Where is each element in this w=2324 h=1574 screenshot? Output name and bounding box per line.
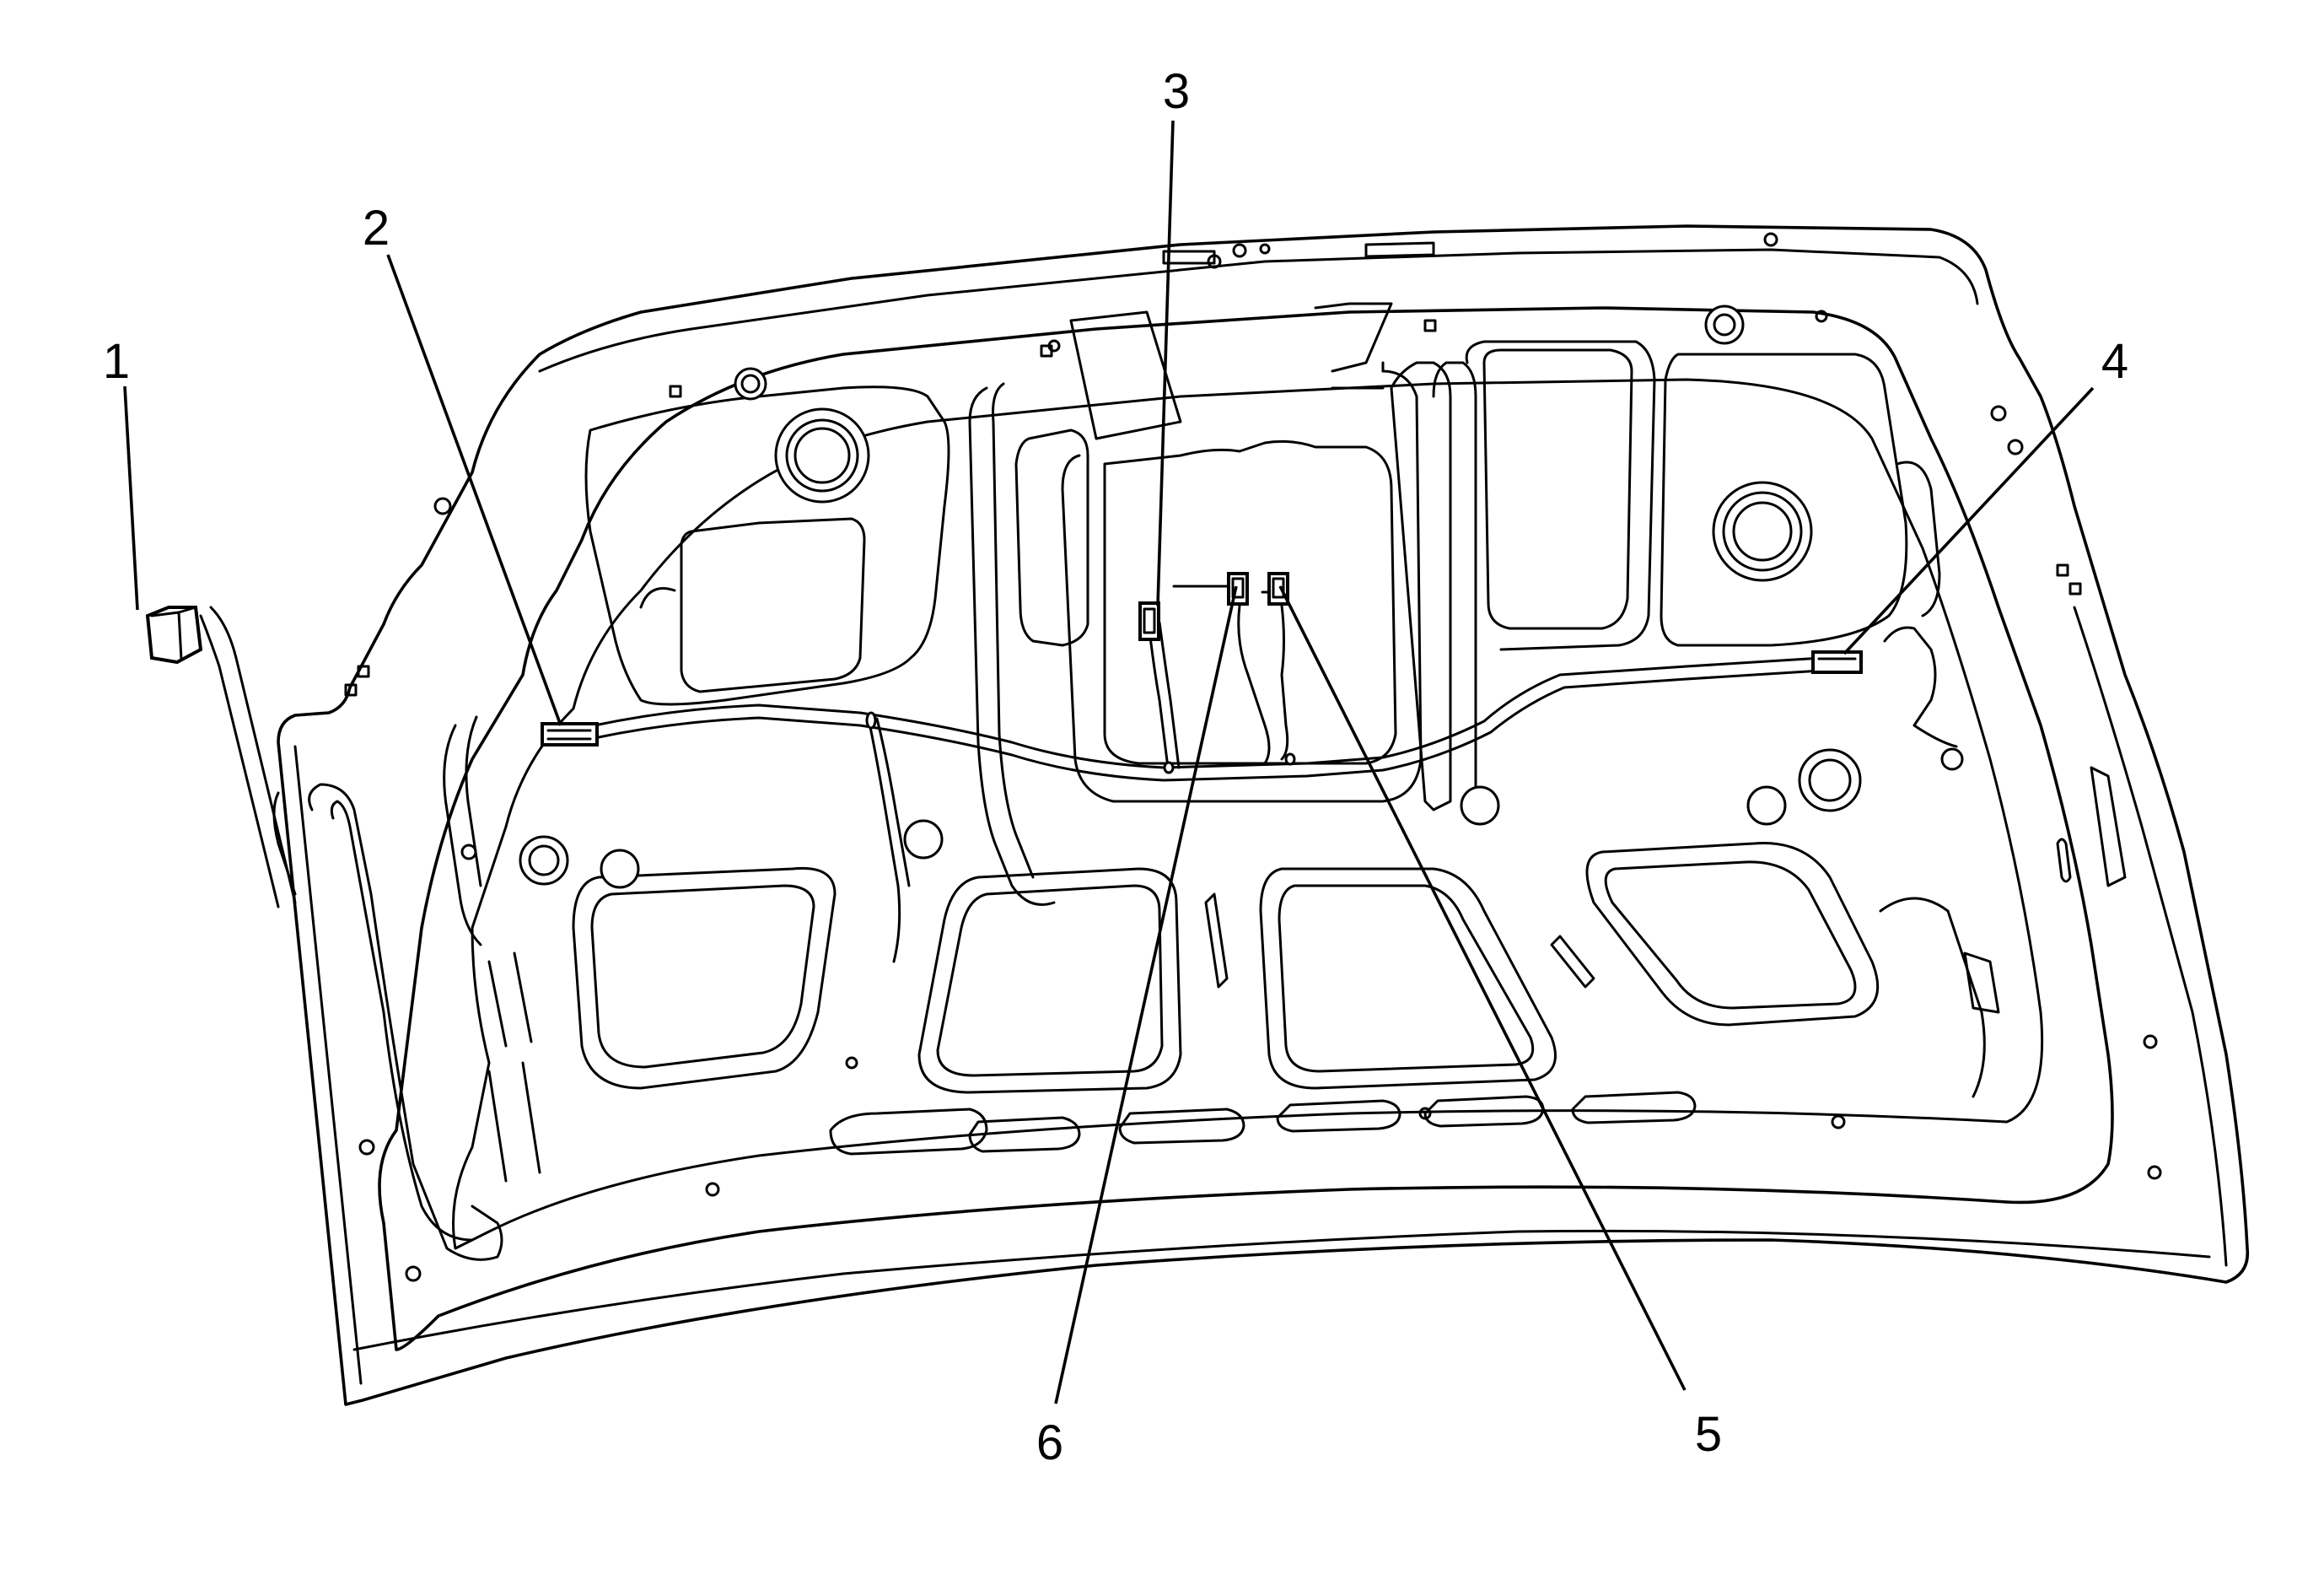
callout-4: 4 bbox=[2101, 334, 2128, 389]
lid-outer-panel bbox=[277, 224, 2250, 1406]
connector-2 bbox=[541, 722, 599, 747]
connector-6 bbox=[1227, 572, 1249, 606]
leader-6 bbox=[1054, 585, 1238, 1404]
leader-3 bbox=[1156, 120, 1175, 606]
connector-4 bbox=[1811, 650, 1863, 674]
center-frame bbox=[968, 302, 1477, 906]
leader-2 bbox=[386, 254, 562, 726]
leader-lines bbox=[123, 120, 2095, 1404]
left-upper-pocket bbox=[584, 385, 950, 706]
callout-1: 1 bbox=[103, 334, 130, 389]
side-ribs bbox=[272, 461, 2127, 1261]
leader-4 bbox=[1843, 386, 2095, 655]
leader-1 bbox=[123, 385, 139, 611]
connectors bbox=[145, 572, 1863, 747]
connector-3 bbox=[1138, 601, 1160, 641]
callout-6: 6 bbox=[1036, 1415, 1063, 1470]
callout-3: 3 bbox=[1163, 64, 1190, 119]
mounting-holes bbox=[344, 232, 2162, 1282]
callout-labels: 1 2 3 4 5 6 bbox=[103, 64, 2128, 1470]
connector-5 bbox=[1267, 572, 1289, 606]
leader-5 bbox=[1278, 585, 1687, 1391]
callout-5: 5 bbox=[1695, 1407, 1722, 1462]
callout-2: 2 bbox=[363, 201, 390, 256]
lower-pockets bbox=[572, 842, 1880, 1094]
right-upper-pocket bbox=[1465, 305, 1908, 651]
lid-inner-panel bbox=[378, 306, 2114, 1351]
connector-1 bbox=[145, 606, 203, 665]
